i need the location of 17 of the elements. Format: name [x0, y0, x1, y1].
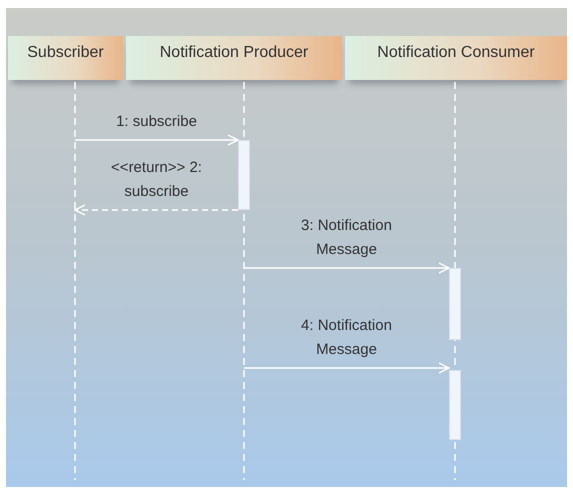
lifeline-header	[126, 36, 342, 80]
edge-label: <<return>> 2: subscribe	[110, 158, 203, 202]
lifeline-header	[8, 36, 123, 80]
participant-name: Notification Producer	[160, 44, 308, 62]
lifeline-header	[345, 36, 567, 80]
edge-label: 1: subscribe	[115, 112, 198, 132]
participant-name: Subscriber	[27, 44, 104, 62]
edge-label: 3: Notification Message	[300, 216, 393, 260]
message-arrow	[75, 134, 239, 146]
edge-label: 4: Notification Message	[300, 316, 393, 360]
message-arrow	[244, 262, 450, 274]
message-arrow	[74, 204, 238, 216]
message-arrow	[244, 362, 450, 374]
participant-name: Notification Consumer	[377, 44, 535, 62]
activation-bar	[238, 140, 250, 210]
activation-bar	[449, 370, 461, 440]
activation-bar	[449, 268, 461, 340]
